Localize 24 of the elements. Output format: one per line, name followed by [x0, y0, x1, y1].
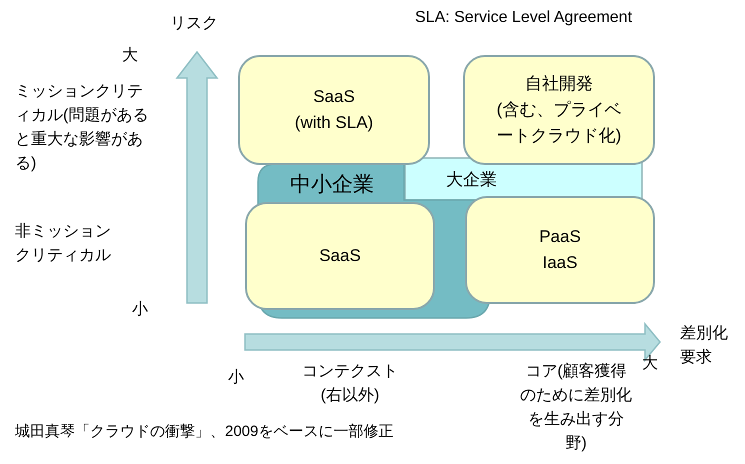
box-text: 自社開発: [525, 73, 593, 95]
text-box: [465, 196, 655, 304]
box-text: SaaS: [319, 245, 361, 267]
axis-value: 大: [122, 46, 138, 66]
region-label: 大企業: [446, 169, 497, 191]
axis-category: ミッションクリティカル(問題があると重大な影響がある): [15, 82, 150, 174]
box-text: (with SLA): [294, 112, 374, 134]
axis-category: 非ミッションクリティカル: [15, 222, 112, 266]
axis-value: 大: [642, 354, 658, 374]
axis-value: 小: [228, 368, 244, 388]
box-text: PaaS IaaS: [538, 226, 582, 274]
text-box: [245, 202, 435, 310]
axis-title: 差別化要求: [680, 324, 729, 368]
region-label: 中小企業: [290, 172, 374, 198]
box-text: (含む、プライベートクラウド化): [496, 99, 622, 147]
source-note: 城田真琴「クラウドの衝撃」、2009をベースに一部修正: [15, 422, 394, 442]
text-box: [238, 55, 430, 165]
text-box: [463, 55, 655, 165]
axis-title: リスク: [170, 14, 218, 34]
axis-category: コンテクスト(右以外): [301, 362, 399, 406]
axis-category: コア(顧客獲得のために差別化を生み出す分野): [520, 362, 632, 454]
axis-value: 小: [132, 300, 148, 320]
footnote-text: SLA: Service Level Agreement: [415, 8, 632, 28]
box-text: SaaS: [313, 86, 355, 108]
